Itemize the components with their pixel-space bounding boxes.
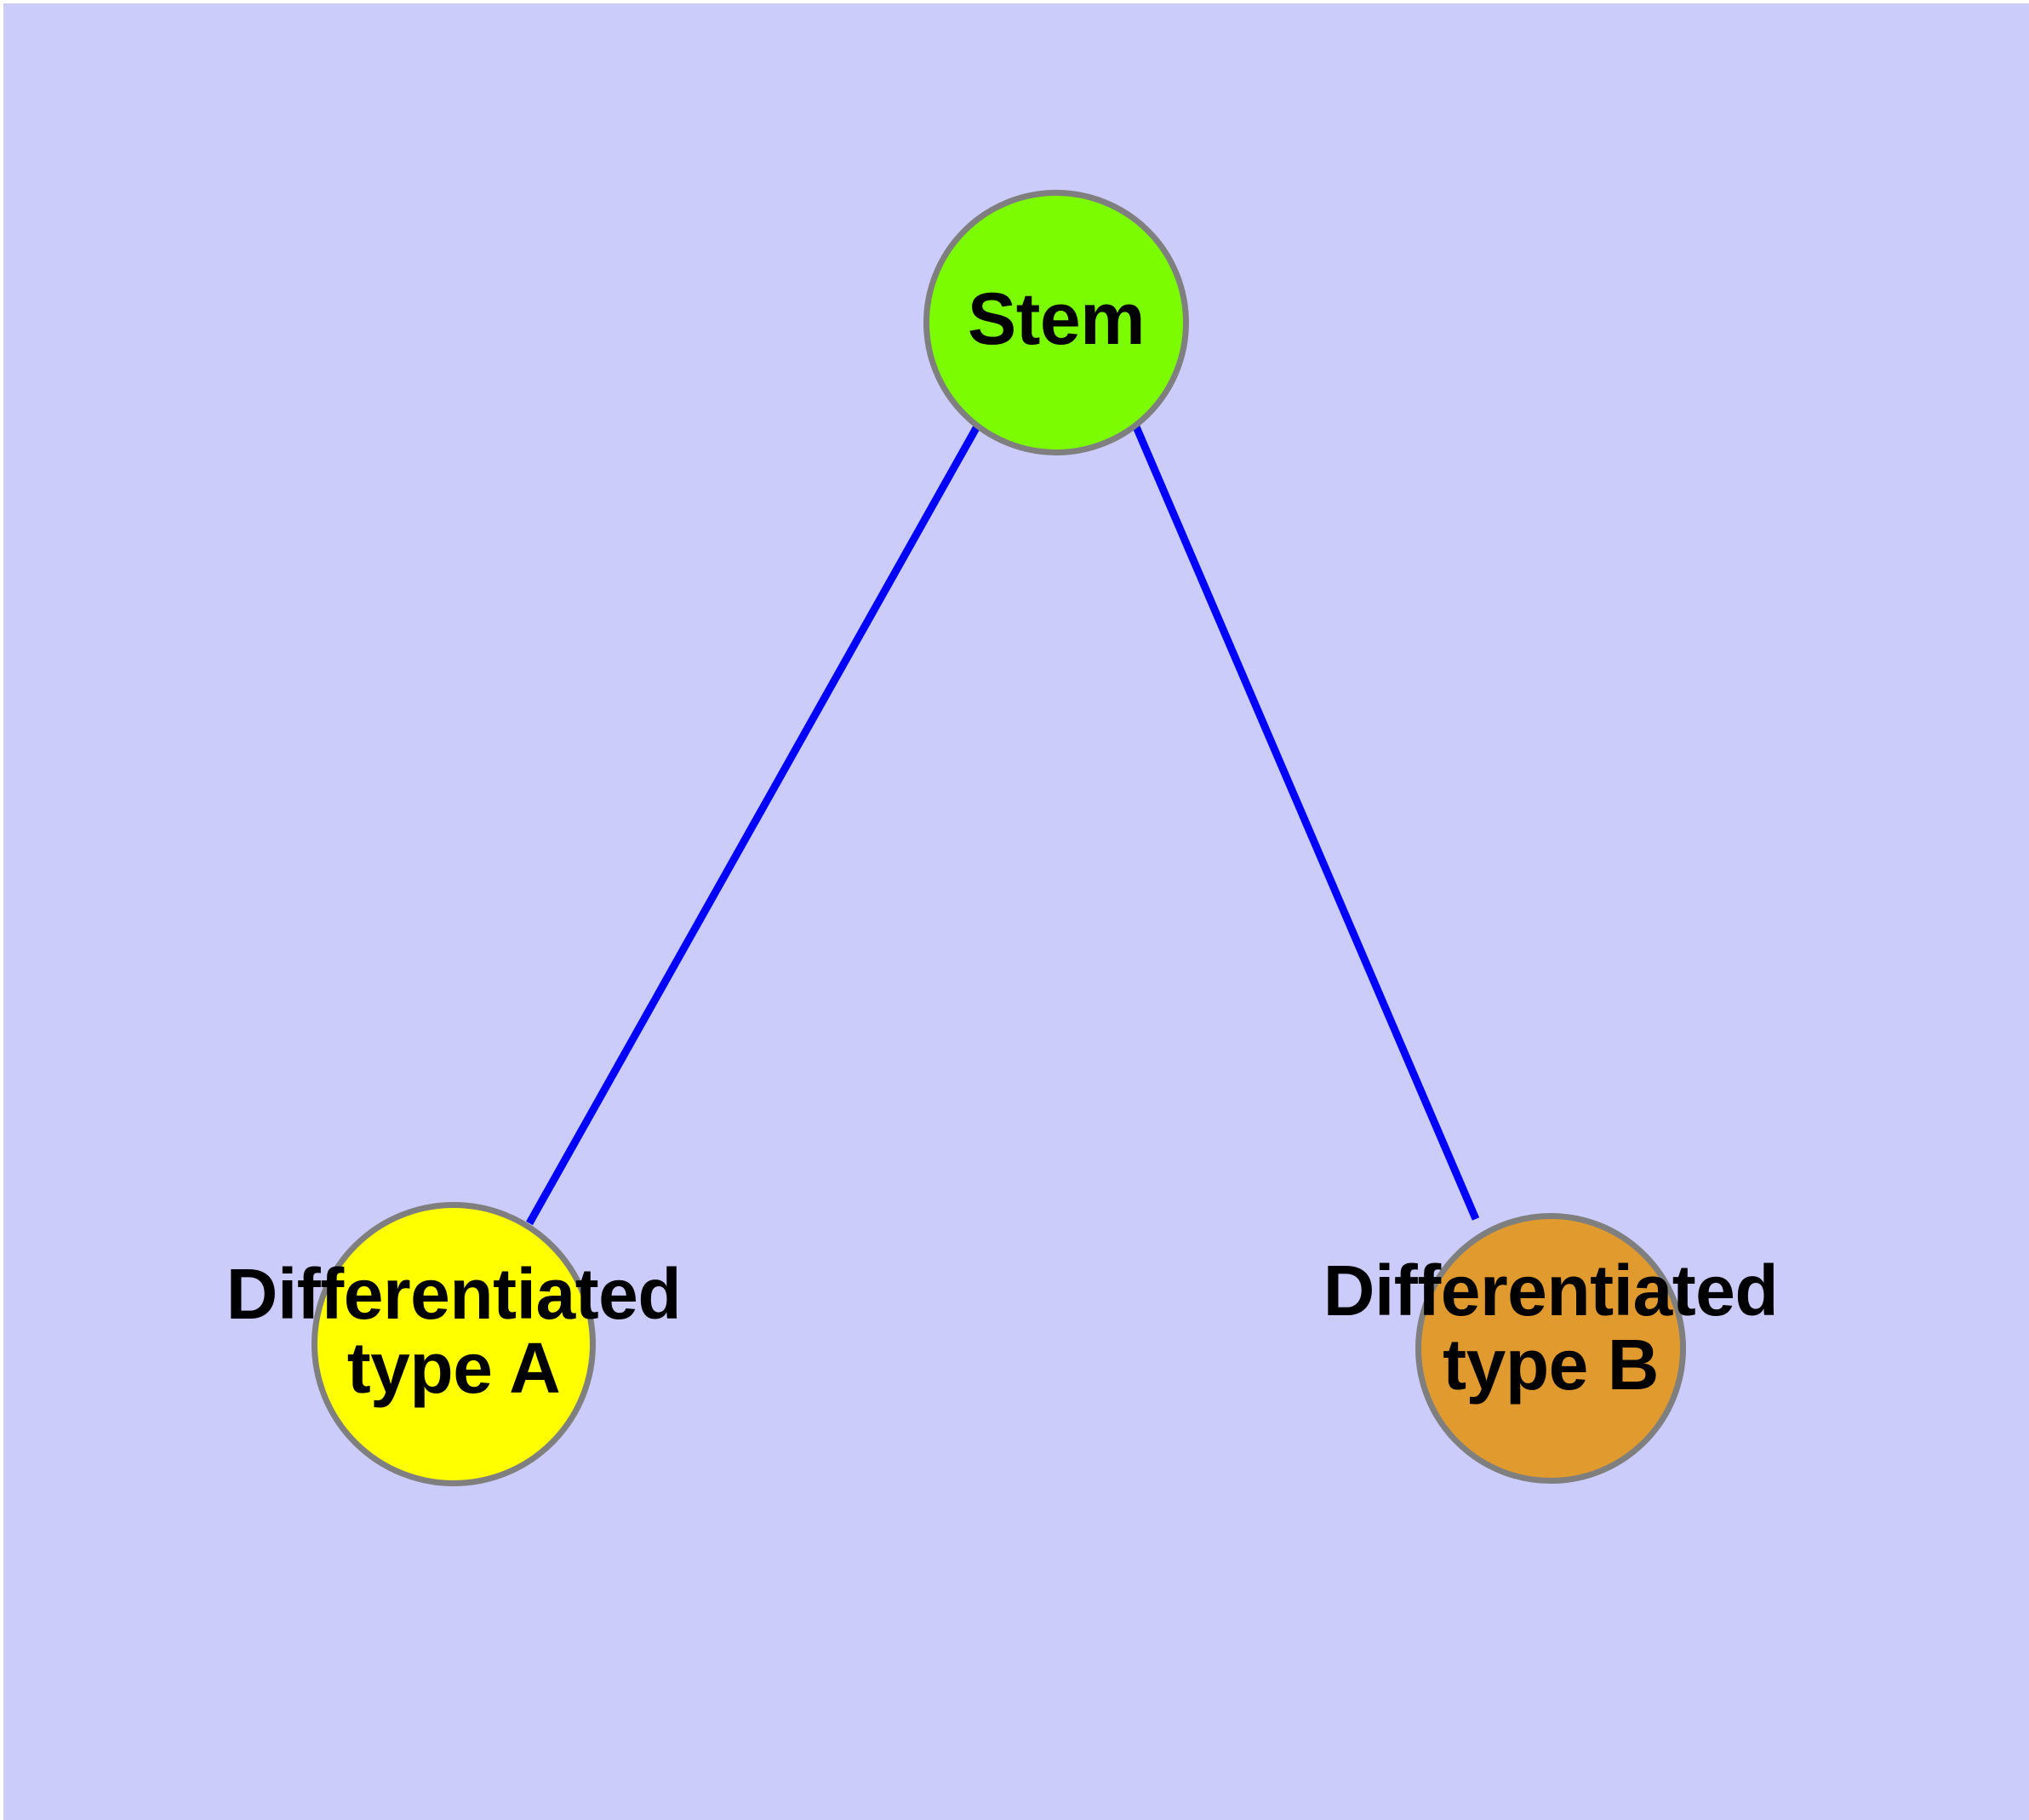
node-differentiated-type-b[interactable] <box>1415 1213 1686 1484</box>
edge-stem-to-diff-b[interactable] <box>1131 423 1480 1221</box>
edge-layer <box>526 423 1480 1226</box>
node-stem[interactable] <box>923 190 1189 455</box>
node-differentiated-type-a[interactable] <box>311 1202 596 1486</box>
diagram-plot-area: Stem Differentiated type A Differentiate… <box>3 3 2029 1820</box>
edge-stem-to-diff-a[interactable] <box>526 424 980 1226</box>
